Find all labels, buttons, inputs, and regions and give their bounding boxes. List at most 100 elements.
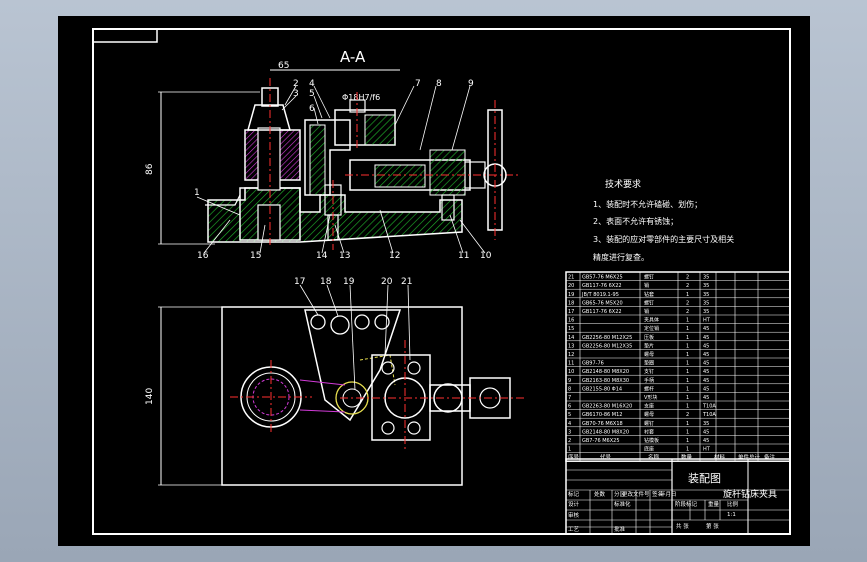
label-zone: 分区 <box>614 490 626 498</box>
parts-cell-no: 18 <box>568 300 574 306</box>
balloon-1: 1 <box>194 188 200 198</box>
parts-cell-name: V形块 <box>644 394 657 401</box>
parts-cell-mat: 45 <box>703 361 709 367</box>
balloon-18: 18 <box>320 277 332 287</box>
parts-cell-name: 衬套 <box>644 428 654 435</box>
label-mark: 标记 <box>568 490 580 498</box>
parts-cell-no: 12 <box>568 352 574 358</box>
balloon-19: 19 <box>343 277 355 287</box>
parts-cell-qty: 1 <box>686 421 689 427</box>
parts-cell-mat: 45 <box>703 352 709 358</box>
tech-req-item-1: 1、装配时不允许磕碰、划伤； <box>593 199 702 209</box>
label-weight: 重量 <box>708 500 720 508</box>
drawing-sheet <box>58 16 810 546</box>
balloon-8: 8 <box>436 79 442 89</box>
parts-cell-qty: 1 <box>686 318 689 324</box>
parts-cell-no: 4 <box>568 421 571 427</box>
parts-cell-qty: 1 <box>686 404 689 410</box>
label-sheet-total: 共 张 <box>676 522 689 530</box>
parts-cell-name: 底座 <box>644 446 654 453</box>
label-process: 工艺 <box>568 526 580 533</box>
section-label: A-A <box>340 48 366 66</box>
parts-cell-no: 13 <box>568 343 574 349</box>
parts-cell-mat: 35 <box>703 275 709 281</box>
parts-cell-qty: 1 <box>686 378 689 384</box>
parts-cell-name: 螺钉 <box>644 299 654 306</box>
parts-cell-no: 14 <box>568 335 574 341</box>
parts-cell-name: 销 <box>644 308 649 315</box>
parts-cell-code: GB117-76 6X22 <box>582 283 622 289</box>
parts-cell-no: 3 <box>568 429 571 435</box>
parts-cell-code: JB/T 8019.1-95 <box>581 292 619 298</box>
label-stage: 阶段标记 <box>675 500 698 508</box>
parts-cell-no: 7 <box>568 395 571 401</box>
parts-cell-no: 20 <box>568 283 574 289</box>
scale-value: 1:1 <box>727 512 736 518</box>
parts-header-weight: 单件总计 <box>738 453 761 461</box>
parts-cell-qty: 1 <box>686 447 689 453</box>
parts-cell-code: GB97-76 <box>582 361 604 367</box>
parts-cell-no: 19 <box>568 292 574 298</box>
parts-cell-code: GB2263-80 M16X20 <box>582 404 632 410</box>
label-scale: 比例 <box>727 500 739 508</box>
label-std: 标准化 <box>614 500 631 508</box>
parts-cell-name: 手柄 <box>644 377 654 384</box>
parts-cell-code: GB2163-80 M8X30 <box>582 378 629 384</box>
parts-cell-no: 15 <box>568 326 574 332</box>
parts-cell-code: GB70-76 M6X18 <box>582 421 623 427</box>
parts-cell-no: 9 <box>568 378 571 384</box>
balloon-5: 5 <box>309 89 315 99</box>
parts-cell-no: 17 <box>568 309 574 315</box>
parts-cell-mat: 45 <box>703 369 709 375</box>
balloon-9: 9 <box>468 79 474 89</box>
balloon-11: 11 <box>458 251 469 261</box>
parts-cell-code: GB2256-80 M12X25 <box>582 335 632 341</box>
code-box <box>92 28 158 43</box>
parts-cell-no: 5 <box>568 412 571 418</box>
balloon-12: 12 <box>389 251 400 261</box>
parts-cell-name: 支座 <box>644 403 654 410</box>
parts-header-qty: 数量 <box>681 453 693 461</box>
parts-cell-qty: 1 <box>686 438 689 444</box>
dimension-vertical-bottom: 140 <box>145 388 155 405</box>
label-sign: 签名 <box>652 490 663 498</box>
parts-cell-name: 垫圈 <box>644 360 654 367</box>
top-view: 140 <box>145 277 525 486</box>
product-name: 旋杆钻床夹具 <box>723 488 777 500</box>
label-approve: 批准 <box>614 525 626 533</box>
parts-cell-qty: 1 <box>686 292 689 298</box>
parts-cell-mat: 45 <box>703 343 709 349</box>
parts-cell-code: GB117-76 6X22 <box>582 309 622 315</box>
parts-cell-name: 螺钉 <box>644 420 654 427</box>
parts-cell-no: 16 <box>568 318 574 324</box>
parts-cell-qty: 1 <box>686 369 689 375</box>
parts-header-name: 名称 <box>648 453 660 461</box>
parts-cell-no: 6 <box>568 404 571 410</box>
fit-note: Φ18H7/f6 <box>342 93 380 102</box>
balloon-21: 21 <box>401 277 412 287</box>
parts-cell-name: 夹具体 <box>644 317 659 324</box>
parts-cell-mat: 45 <box>703 335 709 341</box>
parts-cell-no: 21 <box>568 275 574 281</box>
parts-cell-mat: 35 <box>703 283 709 289</box>
parts-cell-qty: 2 <box>686 300 689 306</box>
parts-cell-code: GB2155-80 Φ14 <box>582 386 622 392</box>
tech-req-heading: 技术要求 <box>605 178 641 190</box>
balloon-13: 13 <box>339 251 350 261</box>
parts-cell-name: 螺母 <box>644 351 654 358</box>
balloon-20: 20 <box>381 277 393 287</box>
parts-cell-mat: 35 <box>703 421 709 427</box>
label-date: 年月日 <box>660 490 677 498</box>
parts-cell-qty: 1 <box>686 386 689 392</box>
parts-cell-no: 10 <box>568 369 574 375</box>
parts-cell-no: 1 <box>568 447 571 453</box>
parts-cell-qty: 1 <box>686 361 689 367</box>
parts-cell-mat: 35 <box>703 300 709 306</box>
balloon-10: 10 <box>480 251 492 261</box>
parts-header-code: 代号 <box>600 453 612 461</box>
parts-cell-name: 螺杆 <box>644 385 654 392</box>
parts-cell-name: 钻套 <box>644 291 654 298</box>
dimension-vertical-top: 86 <box>145 163 155 175</box>
parts-header-mat: 材料 <box>714 453 726 461</box>
